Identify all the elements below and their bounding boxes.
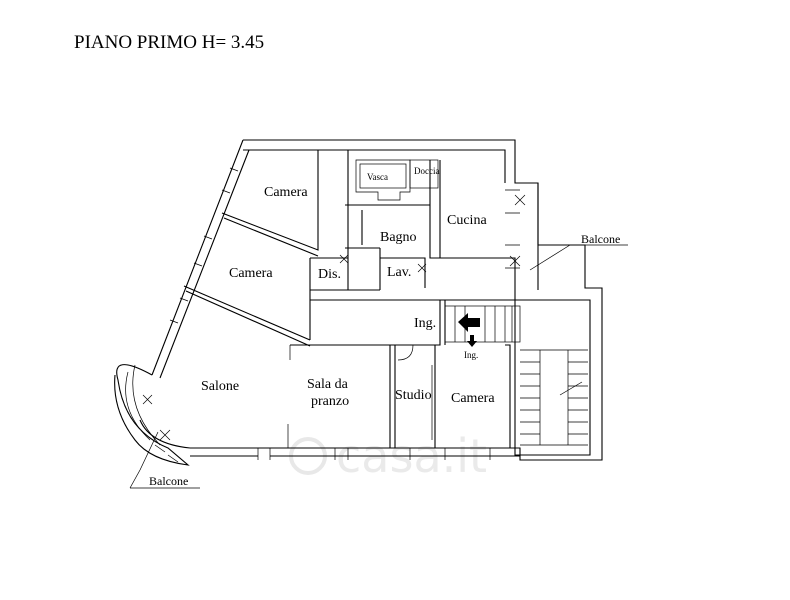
arrow-left-icon xyxy=(458,313,480,332)
outer-walls xyxy=(139,139,603,461)
room-label-camera-bottom: Camera xyxy=(451,391,495,406)
room-label-sala-line2: pranzo xyxy=(311,394,349,409)
room-label-ing-small: Ing. xyxy=(464,350,478,360)
interior-walls xyxy=(142,150,628,448)
room-label-vasca: Vasca xyxy=(367,172,388,182)
room-label-camera-mid: Camera xyxy=(229,266,273,281)
balcony-label-right: Balcone xyxy=(581,232,620,246)
room-label-salone: Salone xyxy=(201,379,239,394)
room-label-cucina: Cucina xyxy=(447,213,487,228)
balcony-right-shape xyxy=(529,183,628,290)
balcony-label-left: Balcone xyxy=(149,474,188,488)
room-label-ing-main: Ing. xyxy=(414,316,436,331)
stairwell xyxy=(520,349,588,446)
room-label-sala-line1: Sala da xyxy=(307,377,349,392)
entrance-steps xyxy=(444,305,521,343)
room-label-camera-top: Camera xyxy=(264,185,308,200)
room-label-dis: Dis. xyxy=(318,267,341,282)
room-label-studio: Studio xyxy=(395,388,432,403)
room-label-doccia: Doccia xyxy=(414,166,439,176)
arrow-down-icon xyxy=(467,335,477,347)
plan-title: PIANO PRIMO H= 3.45 xyxy=(74,32,264,53)
room-label-bagno: Bagno xyxy=(380,230,417,245)
room-label-lav: Lav. xyxy=(387,265,411,280)
balcony-left-shape xyxy=(114,364,200,489)
